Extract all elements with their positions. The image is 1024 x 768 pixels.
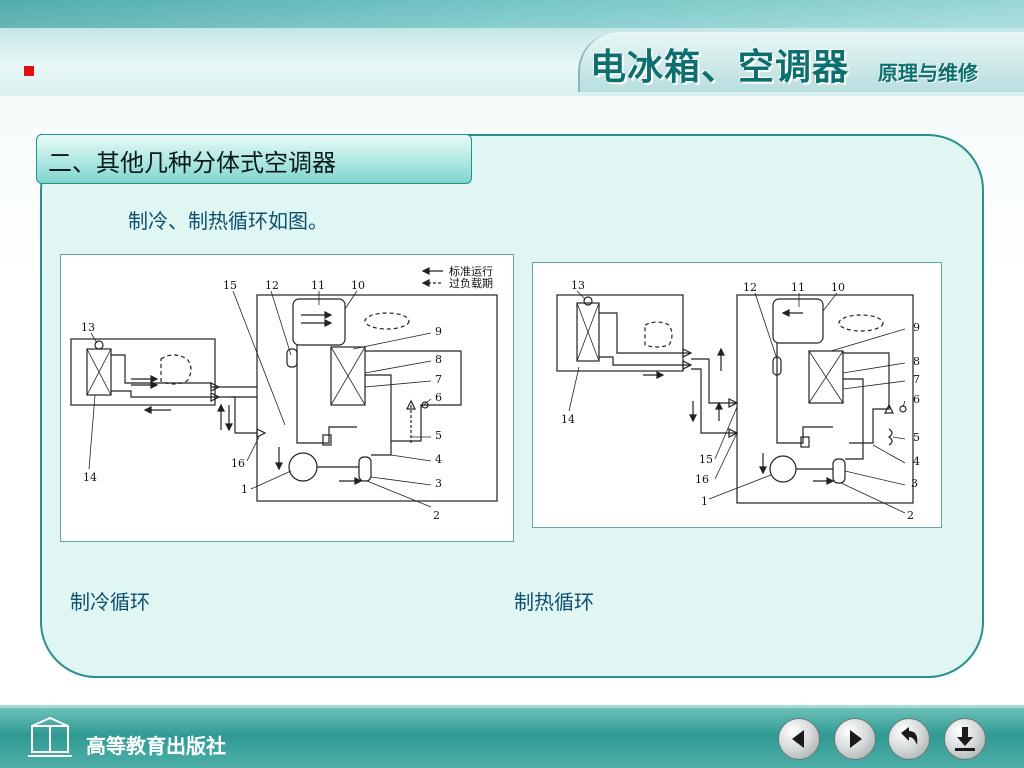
label-12: 12	[743, 281, 757, 294]
label-7: 7	[913, 373, 920, 386]
label-12: 12	[265, 279, 279, 292]
label-3: 3	[435, 477, 442, 490]
cooling-cycle-label: 制冷循环	[70, 590, 150, 614]
label-2: 2	[907, 509, 914, 522]
back-button[interactable]	[778, 718, 820, 760]
publisher-name: 高等教育出版社	[86, 734, 226, 758]
cooling-cycle-diagram: 标准运行 过负载期 15 12 11 10 9 8 7 6 5 4 3 2 1 …	[60, 254, 514, 542]
label-3: 3	[911, 477, 918, 490]
label-13: 13	[571, 279, 585, 292]
label-5: 5	[913, 431, 920, 444]
label-13: 13	[81, 321, 95, 334]
exchanger-8	[330, 346, 366, 406]
forward-button[interactable]	[834, 718, 876, 760]
heating-diagram-svg: 13 14 12 11 10 9 8 7 6 5 4 3 2 15 16 1	[556, 279, 920, 522]
compressor-1	[288, 452, 318, 482]
label-6: 6	[913, 393, 920, 406]
publisher-logo-icon	[28, 716, 72, 757]
label-16: 16	[695, 473, 709, 486]
label-7: 7	[435, 373, 442, 386]
cooling-diagram-svg: 标准运行 过负载期 15 12 11 10 9 8 7 6 5 4 3 2 1 …	[70, 264, 498, 522]
footer-divider	[0, 705, 1024, 709]
label-15: 15	[699, 453, 713, 466]
label-8: 8	[913, 355, 920, 368]
header-band	[0, 0, 1024, 28]
label-5: 5	[435, 429, 442, 442]
label-4: 4	[435, 453, 442, 466]
label-14: 14	[83, 471, 97, 484]
download-icon	[955, 727, 975, 751]
label-6: 6	[435, 391, 442, 404]
heating-cycle-label: 制热循环	[514, 590, 594, 614]
return-button[interactable]	[888, 718, 930, 760]
label-10: 10	[831, 281, 845, 294]
logo-subtitle: 原理与维修	[878, 61, 978, 85]
label-4: 4	[913, 455, 920, 468]
left-unit-box	[70, 338, 216, 406]
logo-title: 电冰箱、空调器	[590, 47, 850, 88]
label-10: 10	[351, 279, 365, 292]
label-15: 15	[223, 279, 237, 292]
label-2: 2	[433, 509, 440, 522]
label-1: 1	[241, 483, 248, 496]
logo-backdrop	[578, 32, 1024, 92]
label-11: 11	[311, 279, 325, 292]
label-16: 16	[231, 457, 245, 470]
download-button[interactable]	[944, 718, 986, 760]
legend-overload: 过负载期	[449, 276, 493, 290]
label-14: 14	[561, 413, 575, 426]
section-title-tab	[36, 134, 472, 184]
return-icon	[901, 727, 918, 745]
label-9: 9	[435, 325, 442, 338]
legend-standard: 标准运行	[449, 264, 493, 278]
label-9: 9	[913, 321, 920, 334]
right-unit-box	[256, 294, 498, 502]
label-8: 8	[435, 353, 442, 366]
figure-caption: 制冷、制热循环如图。	[128, 209, 328, 233]
label-1: 1	[701, 495, 708, 508]
label-11: 11	[791, 281, 805, 294]
forward-icon	[850, 730, 862, 748]
heating-cycle-diagram: 13 14 12 11 10 9 8 7 6 5 4 3 2 15 16 1	[532, 262, 942, 528]
fan-outline	[160, 354, 192, 385]
back-icon	[792, 730, 804, 748]
red-square-icon	[24, 66, 34, 76]
section-title: 二、其他几种分体式空调器	[48, 149, 336, 177]
